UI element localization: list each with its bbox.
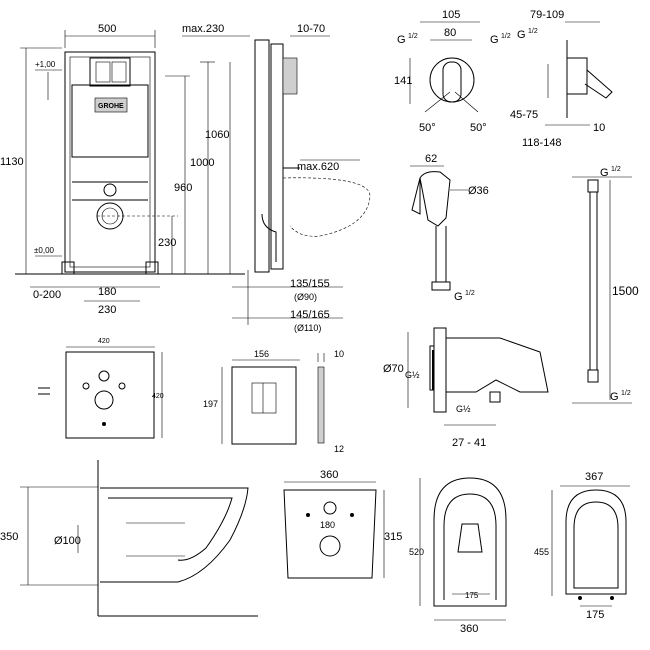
height-230-label: 230 — [158, 237, 176, 249]
dim-105-label: 105 — [442, 9, 460, 21]
level-zero-label: ±0,00 — [34, 246, 55, 255]
hygienic-sprayer: 62 Ø36 G 1/2 — [410, 153, 489, 303]
angle-50-right: 50° — [470, 122, 487, 134]
dim-180-label: 180 — [98, 286, 116, 298]
g-right-label: G — [490, 34, 499, 46]
g-left-label: G — [397, 34, 406, 46]
pad-width-label: 420 — [98, 338, 110, 345]
dim-10-label: 10 — [593, 122, 605, 134]
seat-175-label: 175 — [586, 609, 604, 621]
bowl-back-width-label: 360 — [320, 469, 338, 481]
dim-141-label: 141 — [394, 75, 412, 87]
installation-frame-side: max.230 10-70 max.620 135/155 (Ø90) 145/… — [182, 23, 371, 333]
dim-230-label: 230 — [98, 304, 116, 316]
dim-80-label: 80 — [444, 27, 456, 39]
dim-118-148-label: 118-148 — [522, 137, 562, 149]
height-1060-label: 1060 — [205, 129, 229, 141]
hose-length-1500-label: 1500 — [612, 284, 639, 298]
g-hose-bottom-label: G — [610, 391, 619, 403]
max-620-label: max.620 — [297, 161, 339, 173]
g-left-half: 1/2 — [408, 33, 418, 40]
bowl-top-520-label: 520 — [409, 547, 424, 557]
dim-o110-label: (Ø110) — [294, 323, 321, 333]
seat-width-367-label: 367 — [585, 471, 603, 483]
grohe-logo: GROHE — [98, 103, 124, 110]
g-hose-top-half: 1/2 — [611, 166, 621, 173]
g-hose-top-label: G — [600, 167, 609, 179]
elbow-o70-label: Ø70 — [383, 363, 404, 375]
elbow-g-half-bottom: G½ — [456, 404, 471, 414]
sound-insulation-pad: 420 420 — [38, 338, 164, 439]
dim-135-155-label: 135/155 — [290, 278, 330, 290]
g-hose-bottom-half: 1/2 — [621, 390, 631, 397]
max-230-label: max.230 — [182, 23, 224, 35]
bowl-back-view: 360 180 315 — [283, 469, 402, 579]
toilet-seat: 367 455 175 — [534, 471, 630, 621]
installation-frame-front: 500 GROHE 1130 +1,00 ±0,00 — [0, 23, 245, 316]
mixer-side-view: 79-109 G 1/2 45-75 118-148 10 — [510, 9, 613, 149]
plate-depth-12-label: 12 — [334, 444, 344, 454]
dim-45-75-label: 45-75 — [510, 109, 538, 121]
bowl-side-view: 350 Ø100 — [0, 460, 258, 617]
bowl-top-175-label: 175 — [465, 591, 479, 600]
dim-0-200-label: 0-200 — [33, 289, 61, 301]
plate-width-label: 156 — [254, 349, 269, 359]
dim-o90-label: (Ø90) — [294, 292, 317, 302]
seat-height-455-label: 455 — [534, 547, 549, 557]
pad-height-label: 420 — [152, 393, 164, 400]
height-1130-label: 1130 — [0, 156, 24, 168]
range-10-70-label: 10-70 — [297, 23, 325, 35]
plate-depth-10-label: 10 — [334, 349, 344, 359]
dim-79-109-label: 79-109 — [530, 9, 564, 21]
g-side-half: 1/2 — [528, 28, 538, 35]
shower-hose: G 1/2 1500 G 1/2 — [572, 166, 639, 404]
g-side-label: G — [517, 29, 526, 41]
g-sprayer-label: G — [454, 291, 463, 303]
angle-50-left: 50° — [419, 122, 436, 134]
bowl-height-350-label: 350 — [0, 531, 18, 543]
g-sprayer-half: 1/2 — [465, 290, 475, 297]
height-960-label: 960 — [174, 182, 192, 194]
g-right-half: 1/2 — [501, 33, 511, 40]
level-plus-100-label: +1,00 — [35, 60, 56, 69]
flush-plate: 156 197 10 12 — [203, 349, 344, 454]
dim-o36-label: Ø36 — [468, 185, 489, 197]
mixer-front-view: 105 80 G 1/2 G 1/2 141 50° 50° — [394, 9, 511, 134]
elbow-g-half-left: G½ — [405, 370, 420, 380]
elbow-27-41-label: 27 - 41 — [452, 437, 486, 449]
plate-height-label: 197 — [203, 399, 218, 409]
grohe-logo-plate — [94, 97, 128, 113]
bowl-back-180-label: 180 — [320, 520, 335, 530]
bowl-back-315-label: 315 — [384, 531, 402, 543]
dim-145-165-label: 145/165 — [290, 309, 330, 321]
bowl-o100-label: Ø100 — [54, 535, 81, 547]
bowl-top-360-label: 360 — [460, 623, 478, 635]
bowl-top-view: 520 175 360 — [409, 477, 507, 635]
dim-62-label: 62 — [425, 153, 437, 165]
width-500-label: 500 — [98, 23, 116, 35]
wall-elbow: Ø70 G½ G½ 27 - 41 — [383, 327, 549, 449]
height-1000-label: 1000 — [190, 157, 214, 169]
